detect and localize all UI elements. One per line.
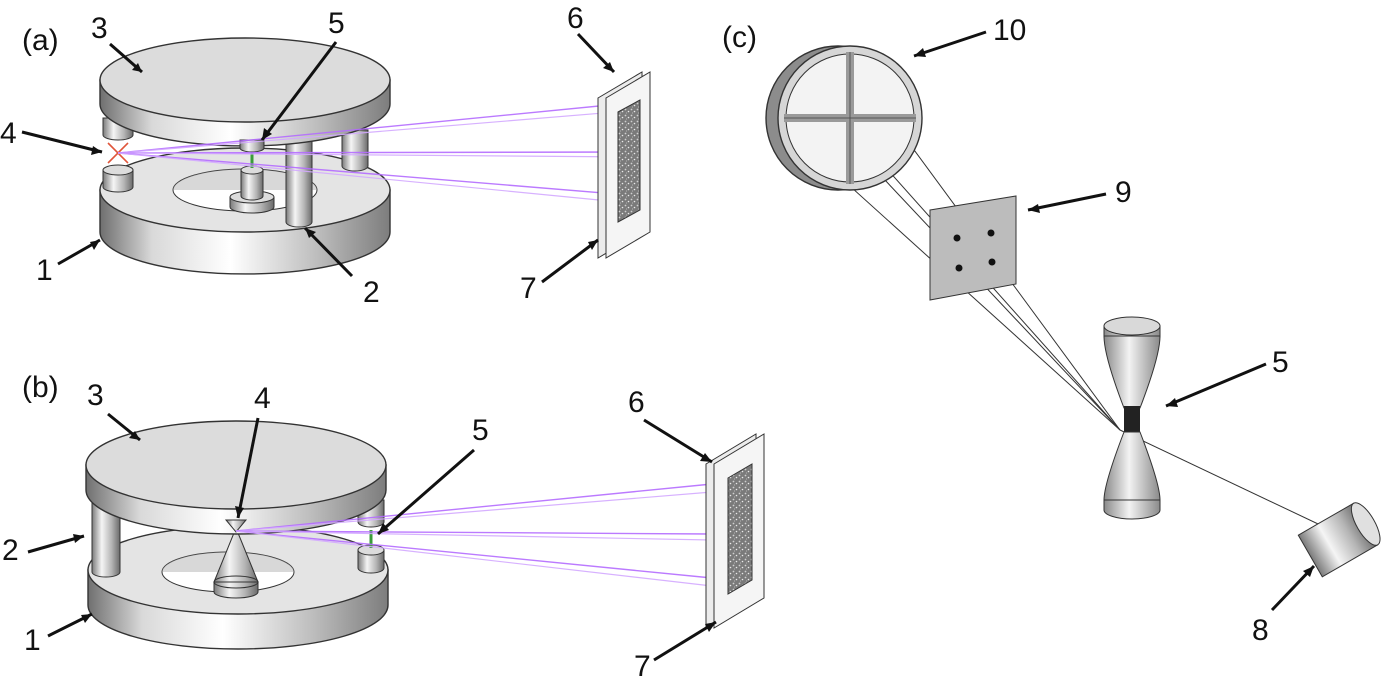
label-c-10: 10 [993, 14, 1026, 47]
panel-b: (b) 3 4 5 6 2 1 7 [2, 371, 765, 683]
detector-b [705, 433, 765, 629]
panel-label-c: (c) [722, 21, 757, 54]
label-b-3: 3 [87, 379, 104, 412]
label-c-8: 8 [1252, 614, 1269, 647]
base-disk-b [87, 525, 389, 650]
top-plate-a [99, 37, 391, 153]
beams-b [235, 483, 713, 587]
label-a-7: 7 [520, 272, 537, 305]
label-a-6: 6 [567, 2, 584, 35]
panel-a: (a) 3 5 4 1 2 6 7 [0, 2, 651, 309]
panel-label-a: (a) [22, 24, 59, 57]
label-b-2: 2 [2, 534, 19, 567]
label-a-1: 1 [36, 254, 53, 287]
label-a-5: 5 [328, 7, 345, 40]
source-c [1297, 502, 1381, 578]
label-b-4: 4 [254, 382, 271, 415]
beams-a [117, 101, 641, 205]
label-a-2: 2 [363, 276, 380, 309]
label-b-6: 6 [628, 386, 645, 419]
quadrant-detector-c [765, 45, 923, 191]
label-b-1: 1 [24, 624, 41, 657]
label-b-5: 5 [472, 414, 489, 447]
detector-a [597, 71, 651, 259]
anvil-cell-c [1103, 316, 1161, 520]
side-anvils-a [102, 117, 134, 193]
panel-label-b: (b) [22, 371, 59, 404]
panel-c: (c) 10 9 5 8 [722, 14, 1381, 647]
top-plate-b [85, 420, 387, 535]
cone-anvil-b [213, 526, 259, 599]
central-piston-a [229, 165, 275, 214]
label-a-4: 4 [0, 117, 17, 150]
label-b-7: 7 [634, 650, 651, 683]
label-c-5: 5 [1272, 346, 1289, 379]
pinhole-mask-c [929, 195, 1017, 301]
label-c-9: 9 [1115, 176, 1132, 209]
label-a-3: 3 [91, 12, 108, 45]
